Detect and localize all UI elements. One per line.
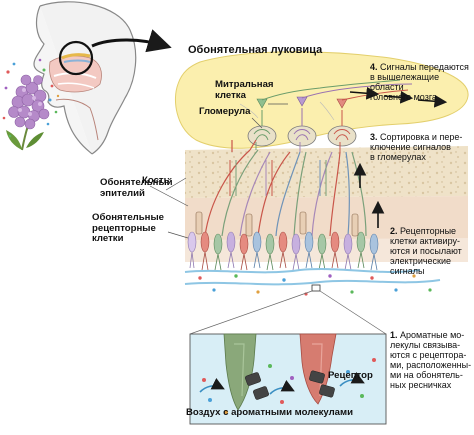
- zoom-marker: [311, 284, 321, 292]
- step-4-number: 4.: [370, 62, 378, 72]
- lilac-flower: [6, 74, 50, 151]
- air-molecules-label: Воздух с ароматными молекулами: [186, 407, 354, 418]
- receptor-leader-line: [167, 231, 189, 239]
- step-3-number: 3.: [370, 132, 378, 142]
- inset-molecules: [202, 358, 376, 414]
- cilia-inset: [189, 333, 387, 425]
- step-1-number: 1.: [390, 330, 398, 340]
- receptor-cells: [187, 211, 379, 255]
- glomeruli: [247, 125, 357, 147]
- step-2: 2. Рецепторные клетки активиру- ются и п…: [390, 226, 474, 276]
- receptor-label: Рецептор: [328, 370, 373, 381]
- axon-bundles: [204, 139, 367, 237]
- mitral-cell-label: Митральная клетка: [215, 79, 274, 101]
- olfactory-epithelium-label: Обонятельный эпителий: [100, 177, 173, 199]
- airflow-arrows: [199, 371, 365, 395]
- glomerulus-label: Гломерула: [199, 106, 251, 117]
- bone-label: Кость: [142, 175, 170, 186]
- step-1: 1. Ароматные мо- лекулы связыва- ются с …: [390, 330, 474, 390]
- mitral-cells: [239, 79, 413, 126]
- step-3: 3. Сортировка и пере- ключение сигналов …: [370, 132, 474, 162]
- step-1-text: Ароматные мо- лекулы связыва- ются с рец…: [390, 330, 472, 391]
- olfactory-bulb-label: Обонятельная луковица: [188, 44, 323, 56]
- axon-vertical-lines: [229, 142, 341, 196]
- zoom-pointer-arrow: [91, 29, 172, 53]
- head-profile: [33, 1, 137, 155]
- scent-particles: [2, 58, 60, 138]
- green-cilium: [223, 333, 257, 411]
- red-cilium: [299, 333, 337, 405]
- signal-up-arrows: [353, 162, 385, 228]
- step-2-text: Рецепторные клетки активиру- ются и посы…: [390, 226, 462, 277]
- signal-output-arrows: [349, 86, 448, 108]
- glomerulus-leader-line: [251, 117, 263, 129]
- zoom-circle: [58, 40, 94, 76]
- receptor-proteins: [245, 370, 335, 400]
- step-4-text: Сигналы передаются в вышележащие области…: [370, 62, 469, 103]
- bone-leader-line: [165, 177, 187, 191]
- cilia: [189, 251, 378, 271]
- receptor-cells-label: Обонятельные рецепторные клетки: [92, 212, 164, 245]
- step-4: 4. Сигналы передаются в вышележащие обла…: [370, 62, 474, 102]
- olfactory-bulb: [175, 51, 469, 149]
- step-3-text: Сортировка и пере- ключение сигналов в г…: [370, 132, 463, 163]
- glomerulus-tufts: [253, 129, 351, 141]
- step-2-number: 2.: [390, 226, 398, 236]
- epithelium-leader-line: [149, 185, 189, 207]
